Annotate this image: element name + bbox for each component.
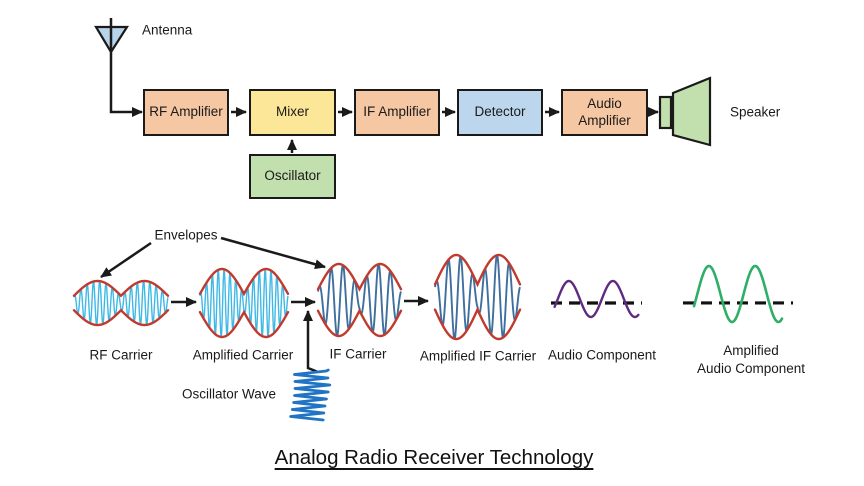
arrow-oscillatorwave-up	[303, 310, 319, 374]
block-detector: Detector	[457, 89, 543, 136]
block-if-amplifier: IF Amplifier	[354, 89, 440, 136]
amplified-audio-line2: Audio Component	[696, 361, 806, 376]
amplified-audio-component-waveform	[683, 264, 793, 324]
block-mixer: Mixer	[249, 89, 336, 136]
block-oscillator: Oscillator	[249, 154, 336, 199]
page-title: Analog Radio Receiver Technology	[274, 446, 594, 469]
oscillator-wave-label: Oscillator Wave	[181, 386, 277, 402]
amplified-audio-component-label: Amplified Audio Component	[697, 342, 805, 378]
speaker-label: Speaker	[730, 104, 781, 120]
amplified-carrier-label: Amplified Carrier	[192, 347, 294, 363]
amplified-if-carrier-label: Amplified IF Carrier	[419, 348, 537, 364]
envelopes-arrow-left	[100, 241, 152, 279]
amplified-audio-line1: Amplified	[723, 342, 779, 358]
if-carrier-waveform	[316, 262, 403, 338]
rf-carrier-label: RF Carrier	[89, 347, 153, 363]
oscillator-wave-scribble	[286, 368, 332, 422]
audio-component-waveform	[551, 279, 642, 319]
envelopes-arrow-right	[220, 236, 326, 270]
amplified-if-carrier-waveform	[433, 253, 522, 341]
rf-carrier-waveform	[72, 279, 170, 327]
speaker-icon	[658, 76, 712, 147]
audio-component-label: Audio Component	[547, 347, 657, 363]
envelopes-label: Envelopes	[154, 227, 218, 243]
amplified-carrier-waveform	[198, 267, 290, 339]
antenna-label: Antenna	[142, 22, 193, 38]
antenna-feed-line	[109, 18, 143, 117]
if-carrier-label: IF Carrier	[329, 346, 387, 362]
antenna-icon	[94, 18, 143, 117]
block-rf-amplifier: RF Amplifier	[143, 89, 229, 136]
block-audio-amplifier: Audio Amplifier	[561, 89, 648, 136]
